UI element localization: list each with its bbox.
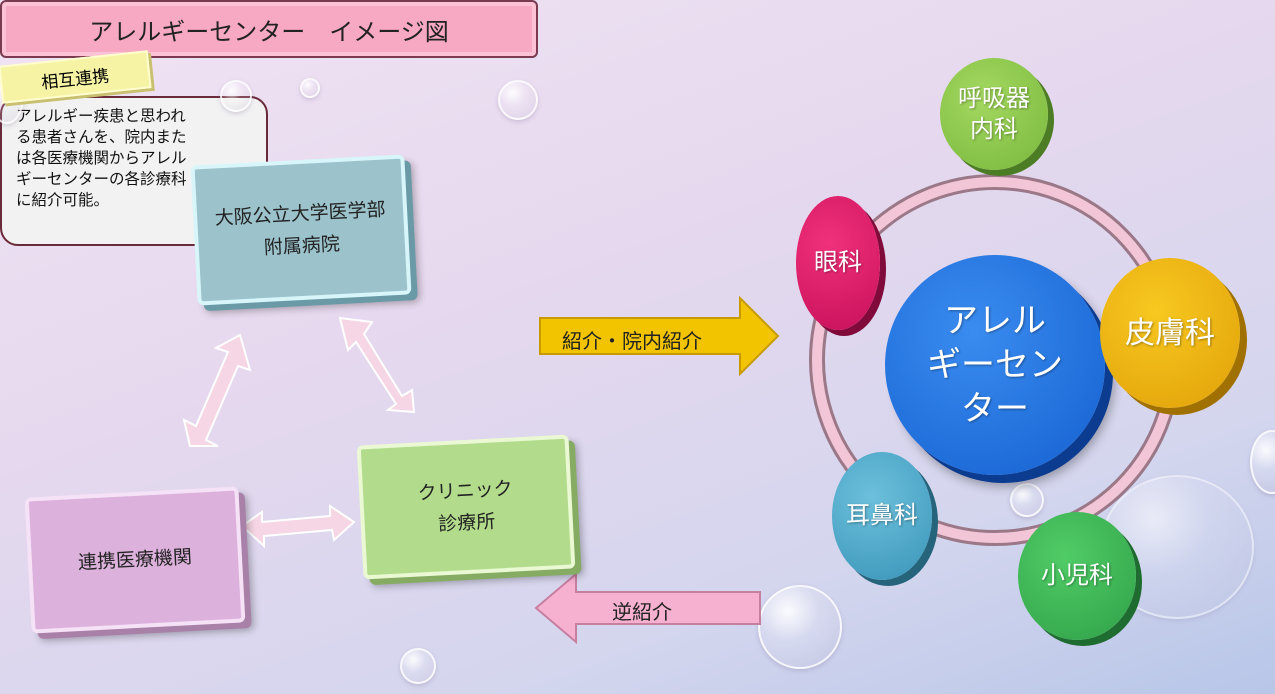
referral-label: 紹介・院内紹介 — [562, 329, 702, 353]
connector-arrows — [182, 295, 780, 645]
dept-pediatrics: 小児科 — [1018, 512, 1136, 640]
callout-line: ギーセンターの各診療科 — [16, 170, 187, 188]
clinic-label: クリニック — [417, 477, 514, 505]
center-allergy-circle: アレルギーセンター — [885, 255, 1105, 475]
referral-arrow — [539, 295, 780, 377]
clinic-label-line2: 診療所 — [437, 510, 496, 536]
callout-line: に紹介可能。 — [16, 191, 110, 209]
decorative-bubble — [300, 78, 320, 98]
partner-institution-box: 連携医療機関 — [24, 486, 246, 634]
dept-label: 呼吸器 — [958, 83, 1030, 112]
decorative-bubble — [220, 80, 252, 112]
clinic-box: クリニック診療所 — [356, 434, 576, 580]
decorative-bubble — [400, 648, 436, 684]
decorative-bubble — [1010, 483, 1044, 517]
center-label-line3: ター — [961, 389, 1029, 430]
center-label-line2: ギーセン — [927, 344, 1063, 385]
double-arrow-partner-clinic — [240, 504, 356, 549]
hospital-box: 大阪公立大学医学部附属病院 — [190, 154, 412, 306]
dept-ent: 耳鼻科 — [832, 452, 932, 580]
dept-dermatology: 皮膚科 — [1100, 258, 1240, 408]
dept-label: 内科 — [970, 115, 1018, 143]
double-arrow-hospital-partner — [182, 333, 252, 447]
dept-ophthalmology: 眼科 — [796, 196, 880, 330]
reverse-referral-arrow — [534, 571, 761, 645]
callout-line: アレルギー疾患と思われ — [16, 107, 186, 125]
double-arrow-hospital-clinic — [338, 316, 416, 414]
dept-respiratory: 呼吸器内科 — [940, 58, 1048, 170]
decorative-bubble — [758, 585, 842, 669]
callout-line: る患者さんを、院内また — [16, 128, 187, 146]
reverse-referral-label: 逆紹介 — [612, 600, 672, 624]
decorative-bubble — [498, 80, 538, 120]
center-label: アレル — [944, 300, 1046, 341]
callout-line: は各医療機関からアレル — [16, 149, 187, 167]
page-title: アレルギーセンター イメージ図 — [0, 0, 538, 58]
